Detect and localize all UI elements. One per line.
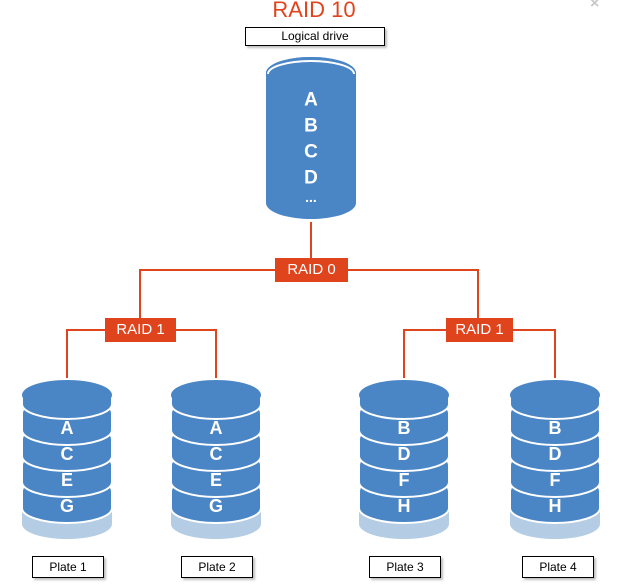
plate-1-letter-2: C: [61, 444, 74, 464]
plate-2-label: Plate 2: [181, 556, 253, 578]
diagram-title: RAID 10: [272, 0, 356, 22]
disk-top: [359, 380, 449, 410]
disk-top: [510, 380, 600, 410]
plate-1-letter-3: E: [61, 470, 73, 490]
plate-4-letter-4: H: [549, 496, 562, 516]
logical-drive-top: [266, 57, 356, 89]
plate-3-letter-3: F: [399, 470, 410, 490]
logical-drive-top-highlight: [267, 60, 355, 75]
logical-drive-letter-1: A: [304, 90, 318, 111]
plate-2-letter-3: E: [210, 470, 222, 490]
connector-raid1-right-plate3: [403, 329, 446, 378]
plate-4-label: Plate 4: [522, 556, 594, 578]
plate-1-letter-1: A: [61, 418, 74, 438]
plate-2-letter-2: C: [210, 444, 223, 464]
raid-0-box: RAID 0: [275, 258, 348, 282]
plate-3-disk-stack: B D F H: [358, 379, 450, 539]
plate-4-letter-3: F: [550, 470, 561, 490]
close-icon[interactable]: ×: [590, 0, 600, 12]
logical-drive-label: Logical drive: [245, 27, 385, 46]
plate-2-letter-1: A: [210, 418, 223, 438]
plate-4-disk-stack: B D F H: [509, 379, 601, 539]
logical-drive-ellipsis: ...: [305, 189, 317, 205]
plate-3-letter-4: H: [398, 496, 411, 516]
connector-raid0-left: [139, 269, 275, 319]
connector-lines: [66, 222, 556, 378]
raid-1-right-box: RAID 1: [446, 318, 513, 342]
connector-raid1-left-plate1: [66, 329, 105, 378]
connector-raid0-right: [348, 269, 479, 319]
logical-drive-letter-4: D: [304, 168, 318, 189]
plate-4-letter-2: D: [549, 444, 562, 464]
plate-3-label: Plate 3: [369, 556, 441, 578]
logical-drive-letter-3: C: [304, 142, 318, 163]
connector-raid1-right-plate4: [513, 329, 556, 378]
plate-1-disk-stack: A C E G: [21, 379, 113, 539]
plate-3-letter-2: D: [398, 444, 411, 464]
disk-top: [171, 380, 261, 410]
logical-drive-letter-2: B: [304, 116, 318, 137]
logical-drive-body: [266, 57, 356, 219]
disk-top: [22, 380, 112, 410]
plate-1-label: Plate 1: [32, 556, 104, 578]
connector-raid1-left-plate2: [176, 329, 217, 378]
plate-2-disk-stack: A C E G: [170, 379, 262, 539]
plate-4-letter-1: B: [549, 418, 562, 438]
raid-1-left-box: RAID 1: [105, 318, 176, 342]
plate-1-letter-4: G: [60, 496, 74, 516]
logical-drive-cylinder: A B C D ...: [266, 57, 356, 219]
plate-2-letter-4: G: [209, 496, 223, 516]
plate-3-letter-1: B: [398, 418, 411, 438]
